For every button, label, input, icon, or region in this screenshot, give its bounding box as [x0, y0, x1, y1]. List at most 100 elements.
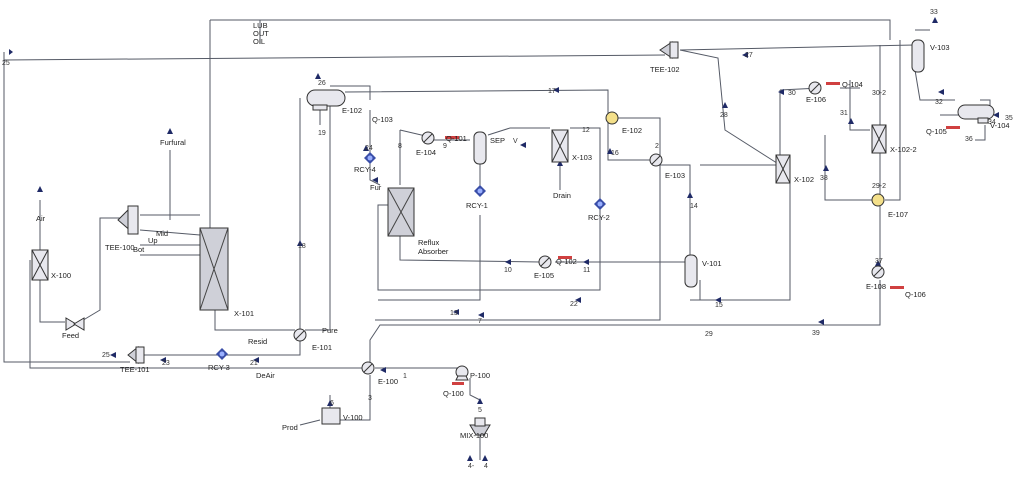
stream-35: 35 [1005, 115, 1013, 122]
v100-vessel[interactable] [321, 407, 341, 425]
mix100-label: MIX-100 [460, 431, 488, 440]
bot-label: Bot [133, 245, 145, 254]
q103-label: Q-103 [372, 115, 393, 124]
stream-13: 13 [450, 310, 458, 317]
sep-separator[interactable] [473, 131, 487, 165]
e101-heat-exchanger[interactable] [293, 328, 307, 342]
e102-right-label: E-102 [622, 126, 642, 135]
tee101-splitter[interactable] [127, 345, 145, 365]
tee102-splitter[interactable] [659, 41, 679, 59]
feed-label: Feed [62, 331, 79, 340]
q100-energy-stream [452, 382, 464, 385]
stream-27: 27 [745, 52, 753, 59]
x102-2-exchanger[interactable] [871, 124, 887, 154]
stream-1: 1 [403, 373, 407, 380]
q105-label: Q-105 [926, 127, 947, 136]
sep-label: SEP [490, 136, 505, 145]
e103-heat-exchanger[interactable] [649, 153, 663, 167]
stream-4: 4 [484, 463, 488, 470]
rcy3-label: RCY-3 [208, 363, 230, 372]
stream-4-dash: 4- [468, 463, 475, 470]
stream-16: 16 [611, 150, 619, 157]
x100-label: X-100 [51, 271, 71, 280]
tee100-label: TEE-100 [105, 243, 135, 252]
q101-energy-stream [445, 136, 459, 139]
x102-exchanger[interactable] [775, 154, 791, 184]
stream-v: V [513, 138, 518, 145]
reflux-absorber-column[interactable] [387, 187, 415, 237]
e104-heater[interactable] [421, 131, 435, 145]
e102-mixer[interactable] [605, 111, 619, 125]
e107-mixer[interactable] [871, 193, 885, 207]
tee100-splitter[interactable] [117, 205, 139, 235]
deair-label: DeAir [256, 371, 275, 380]
stream-25-bottom: 25 [102, 352, 110, 359]
drain-label: Drain [553, 191, 571, 200]
stream-33: 33 [930, 9, 938, 16]
stream-19: 19 [318, 130, 326, 137]
stream-10: 10 [504, 267, 512, 274]
absorber-label: Absorber [418, 247, 449, 256]
furfural-label: Furfural [160, 138, 186, 147]
stream-12: 12 [582, 127, 590, 134]
stream-21: 21 [250, 360, 258, 367]
stream-38: 38 [820, 175, 828, 182]
feed-valve[interactable] [65, 317, 85, 331]
x100-exchanger[interactable] [31, 249, 49, 281]
v104-vessel[interactable] [957, 104, 995, 124]
stream-5: 5 [478, 407, 482, 414]
stream-15: 15 [715, 302, 723, 309]
stream-6: 6 [330, 400, 334, 407]
rcy4-label: RCY-4 [354, 165, 376, 174]
v101-vessel[interactable] [684, 254, 698, 288]
rcy1-label: RCY-1 [466, 201, 488, 210]
resid-label: Resid [248, 337, 267, 346]
e106-label: E-106 [806, 95, 826, 104]
stream-3: 3 [368, 395, 372, 402]
p100-pump[interactable] [455, 365, 469, 381]
stream-11: 11 [583, 267, 590, 274]
e108-label: E-108 [866, 282, 886, 291]
q102-energy-stream [558, 256, 572, 259]
mix100-mixer[interactable] [469, 417, 491, 436]
x102-2-label: X-102-2 [890, 145, 917, 154]
e105-label: E-105 [534, 271, 554, 280]
x101-column[interactable] [199, 227, 229, 311]
q100-label: Q-100 [443, 389, 464, 398]
rcy2-label: RCY-2 [588, 213, 610, 222]
stream-8: 8 [398, 143, 402, 150]
stream-37: 37 [875, 258, 883, 265]
tee102-label: TEE-102 [650, 65, 680, 74]
e100-heat-exchanger[interactable] [361, 361, 375, 375]
stream-17: 17 [548, 88, 556, 95]
e103-label: E-103 [665, 171, 685, 180]
stream-14: 14 [690, 203, 698, 210]
prod-label: Prod [282, 423, 298, 432]
e106-cooler[interactable] [808, 81, 822, 95]
rcy2-recycle-icon[interactable] [594, 198, 606, 210]
e102-condenser-vessel[interactable] [306, 89, 346, 111]
stream-arrows [9, 17, 999, 461]
q104-label: Q-104 [842, 80, 863, 89]
x102-label: X-102 [794, 175, 814, 184]
e105-heater[interactable] [538, 255, 552, 269]
rcy4-recycle-icon[interactable] [364, 152, 376, 164]
x103-exchanger[interactable] [551, 129, 569, 163]
stream-30-2: 30-2 [872, 90, 886, 97]
e108-cooler[interactable] [871, 265, 885, 279]
rcy1-recycle-icon[interactable] [474, 185, 486, 197]
q106-label: Q-106 [905, 290, 926, 299]
stream-26: 26 [318, 80, 326, 87]
rcy3-recycle-icon[interactable] [216, 348, 228, 360]
stream-22: 22 [570, 301, 578, 308]
e107-label: E-107 [888, 210, 908, 219]
out-label: OUT [253, 29, 269, 38]
q106-energy-stream [890, 286, 904, 289]
stream-2: 2 [655, 143, 659, 150]
fur-label: Fur [370, 183, 382, 192]
v103-vessel[interactable] [911, 39, 925, 73]
up-label: Up [148, 236, 158, 245]
oil-label: OIL [253, 37, 265, 46]
